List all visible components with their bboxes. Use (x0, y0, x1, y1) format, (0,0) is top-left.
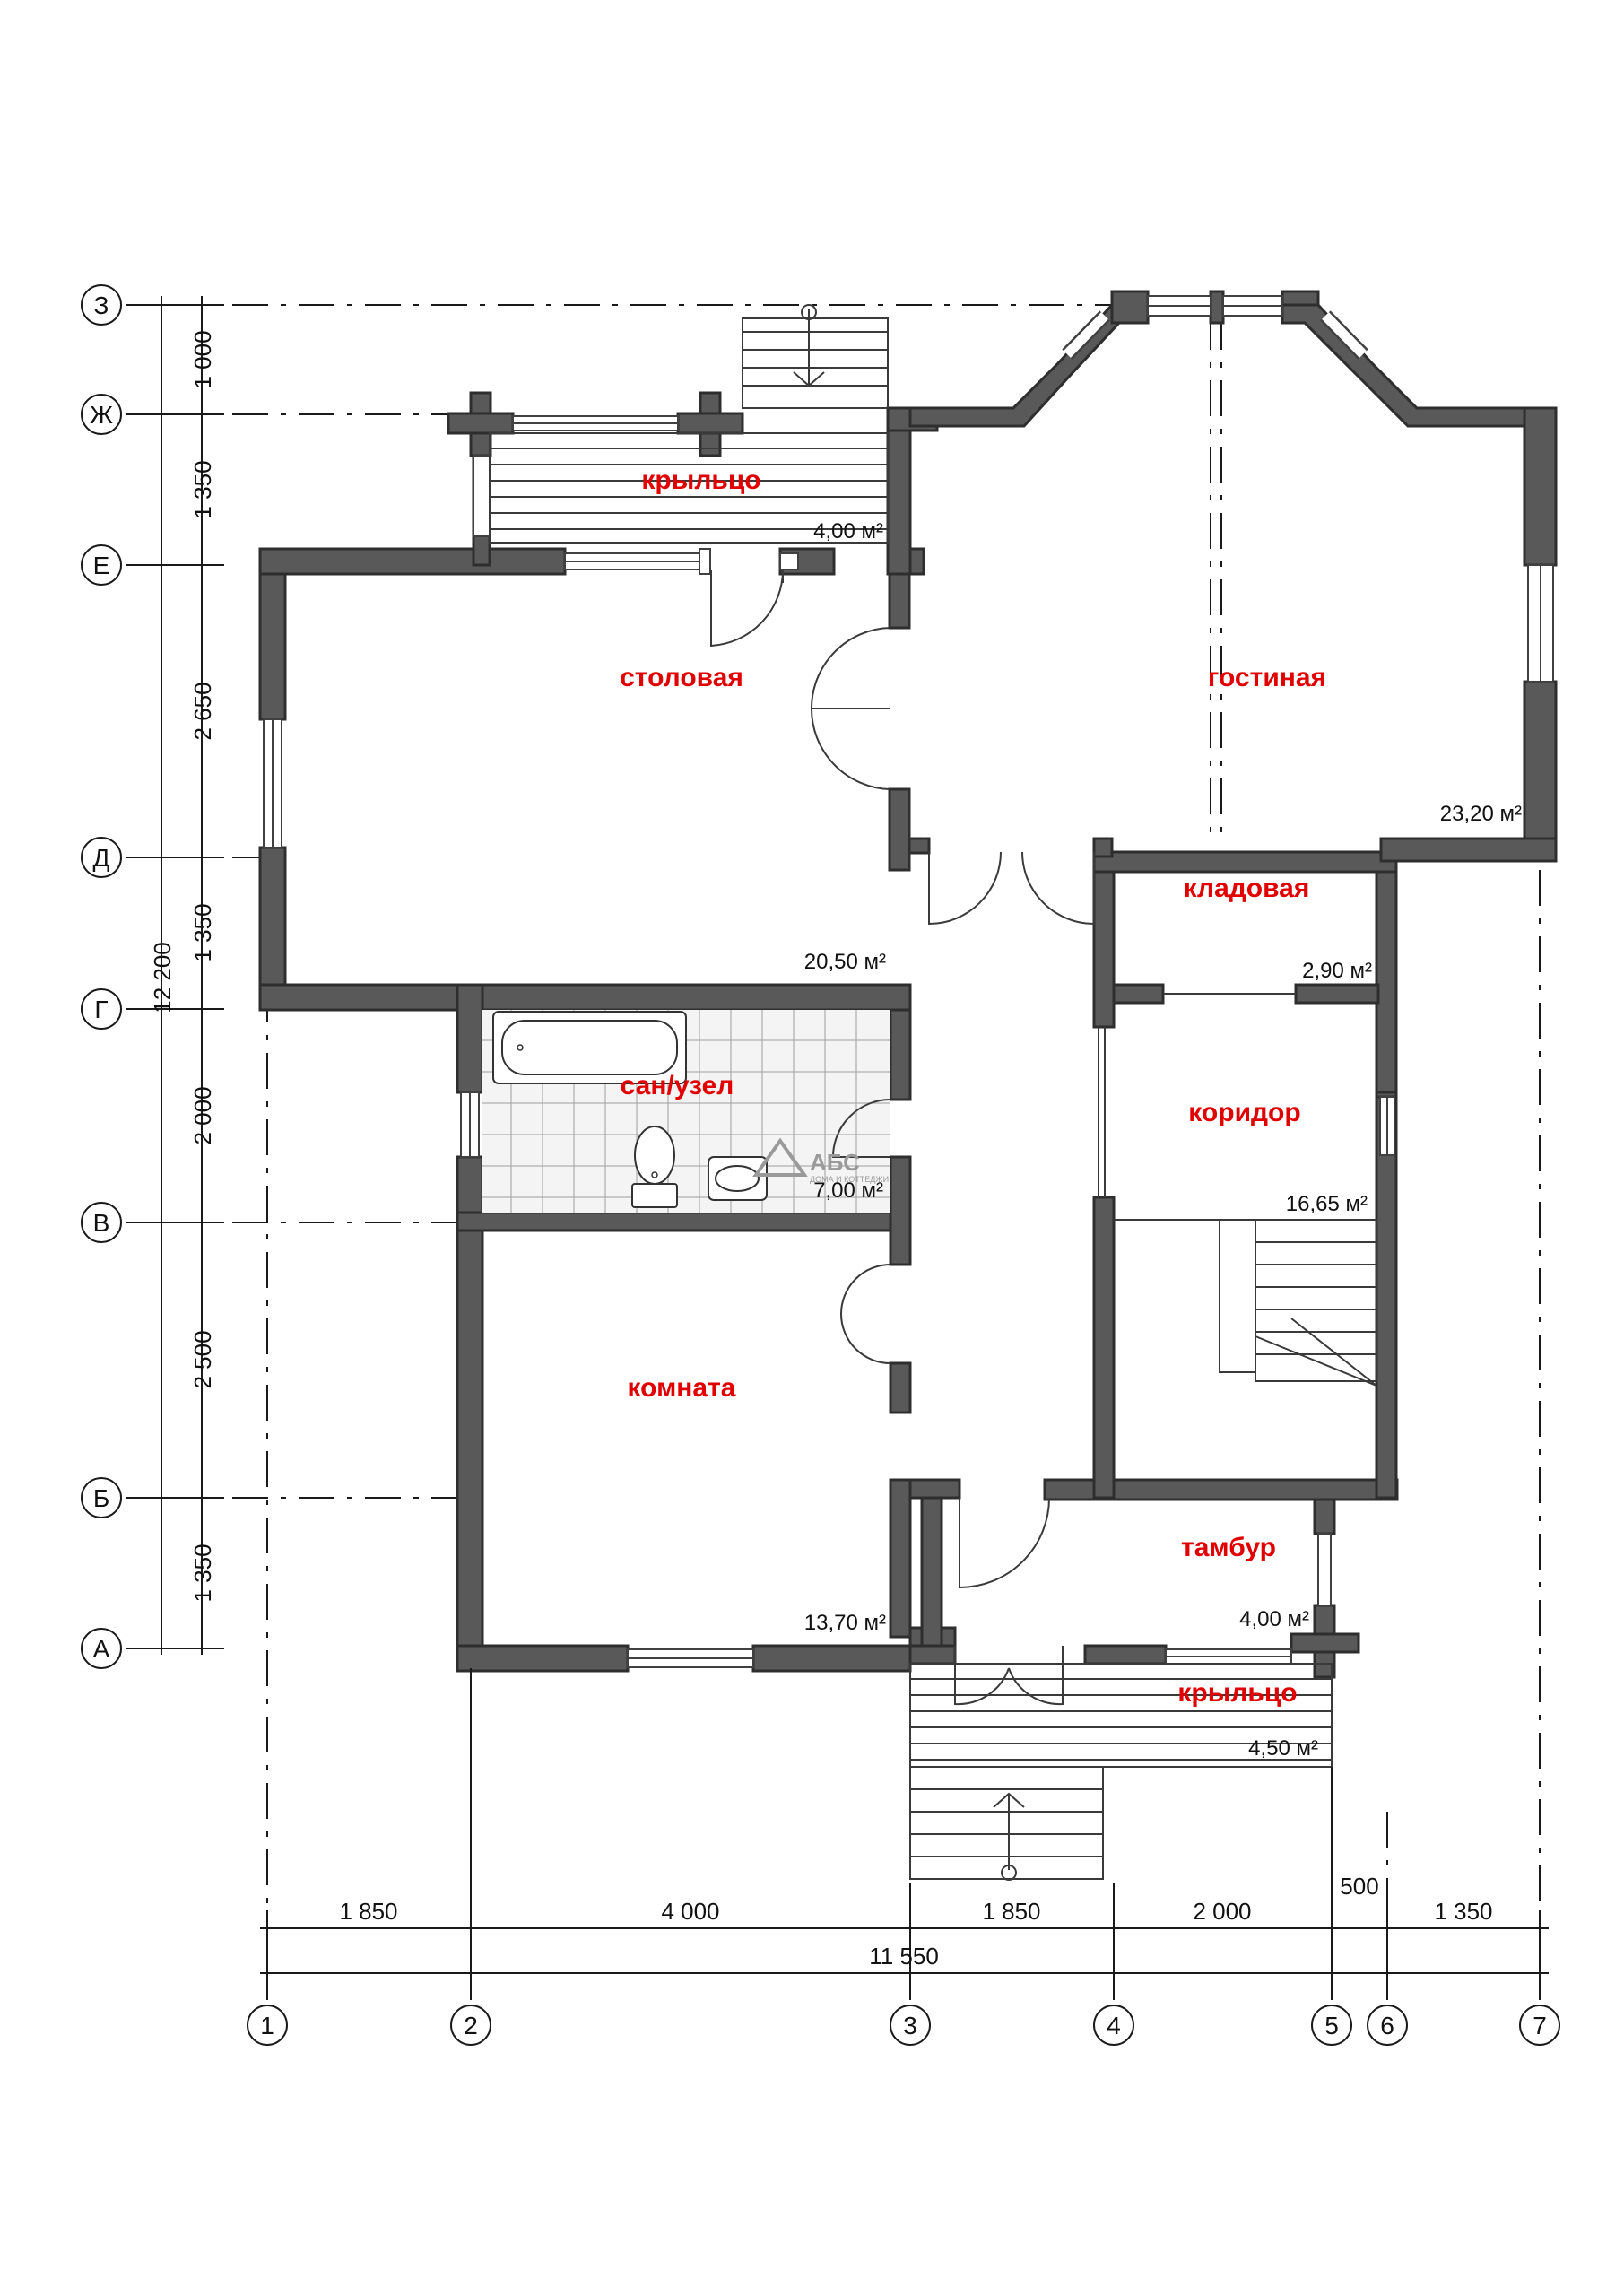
dimension-left: 1 000 1 350 2 650 1 350 2 000 2 500 1 35… (126, 296, 224, 1655)
axis-label-7: 7 (1533, 2012, 1547, 2039)
axis-label-z: З (94, 291, 109, 319)
doors (710, 569, 1296, 1706)
dim-bottom-1: 1 850 (339, 1898, 397, 1925)
axis-markers-left: З Ж Е Д Г В Б А (81, 284, 122, 1669)
room-area-dining: 20,50 м² (804, 950, 886, 974)
axis-label-3: 3 (903, 2012, 917, 2039)
toilet (631, 1126, 678, 1208)
room-name-corridor: коридор (1188, 1098, 1300, 1127)
walls (258, 290, 1558, 1679)
room-name-bathroom: сан/узел (621, 1071, 734, 1100)
room-area-room: 13,70 м² (804, 1611, 886, 1635)
dim-bottom-total: 11 550 (869, 1943, 939, 1970)
axis-label-d: Д (93, 844, 110, 872)
room-area-storage: 2,90 м² (1302, 959, 1372, 983)
room-area-corridor: 16,65 м² (1286, 1192, 1368, 1216)
porch-top-floor (489, 432, 889, 544)
axis-label-v: В (93, 1209, 110, 1237)
dim-left-4: 1 350 (189, 903, 216, 961)
axis-label-5: 5 (1324, 2012, 1339, 2039)
axis-grid-lines (166, 304, 1541, 1982)
dim-bottom-2: 4 000 (661, 1898, 719, 1925)
dim-left-2: 1 350 (189, 460, 216, 518)
dim-left-total: 12 200 (149, 942, 176, 1013)
axis-label-4: 4 (1107, 2012, 1121, 2039)
room-name-porch-top: крыльцо (641, 465, 760, 495)
room-name-dining: столовая (620, 663, 743, 692)
dim-left-3: 2 650 (189, 682, 216, 740)
logo-subtitle: ДОМА И КОТТЕДЖИ (810, 1175, 889, 1184)
dim-bottom-4: 2 000 (1193, 1898, 1251, 1925)
dim-bottom-3: 1 850 (982, 1898, 1040, 1925)
room-labels: крыльцо 4,00 м² столовая 20,50 м² гостин… (620, 465, 1522, 1761)
room-name-storage: кладовая (1184, 874, 1310, 903)
axis-markers-bottom: 1 2 3 4 5 6 7 (247, 2005, 1560, 2046)
dim-bottom-6: 1 350 (1434, 1898, 1492, 1925)
dim-left-7: 1 350 (189, 1544, 216, 1602)
axis-label-g: Г (94, 996, 108, 1023)
room-area-vestibule: 4,00 м² (1239, 1607, 1309, 1631)
room-name-porch-bottom: крыльцо (1177, 1678, 1297, 1708)
stairs-top (742, 304, 889, 409)
dim-left-1: 1 000 (189, 330, 216, 388)
axis-label-a: А (93, 1635, 110, 1663)
dimension-bottom: 1 850 4 000 1 850 2 000 500 1 350 11 550 (260, 1668, 1549, 2000)
room-name-room: комната (628, 1373, 736, 1403)
room-area-porch-top: 4,00 м² (813, 519, 883, 544)
room-name-living: гостиная (1208, 663, 1326, 692)
dim-bottom-5: 500 (1340, 1873, 1378, 1900)
logo-text: АБС (810, 1149, 860, 1176)
abs-logo: АБС ДОМА И КОТТЕДЖИ (752, 1137, 889, 1184)
axis-label-zh: Ж (90, 401, 113, 429)
bathtub (492, 1011, 687, 1084)
room-area-porch-bottom: 4,50 м² (1248, 1736, 1318, 1761)
internal-staircase (1114, 1219, 1377, 1387)
axis-label-1: 1 (260, 2012, 274, 2039)
room-name-vestibule: тамбур (1181, 1533, 1276, 1562)
axis-label-6: 6 (1380, 2012, 1394, 2039)
room-area-bathroom: 7,00 м² (813, 1178, 883, 1203)
axis-label-2: 2 (464, 2012, 478, 2039)
room-area-living: 23,20 м² (1440, 802, 1522, 826)
porch-bottom-floor (909, 1663, 1333, 1768)
stairs-bottom (909, 1766, 1104, 1881)
sink (708, 1156, 768, 1201)
dim-left-5: 2 000 (189, 1086, 216, 1144)
axis-label-e: Е (93, 552, 110, 579)
axis-label-b: Б (93, 1484, 109, 1512)
dim-left-6: 2 500 (189, 1330, 216, 1388)
